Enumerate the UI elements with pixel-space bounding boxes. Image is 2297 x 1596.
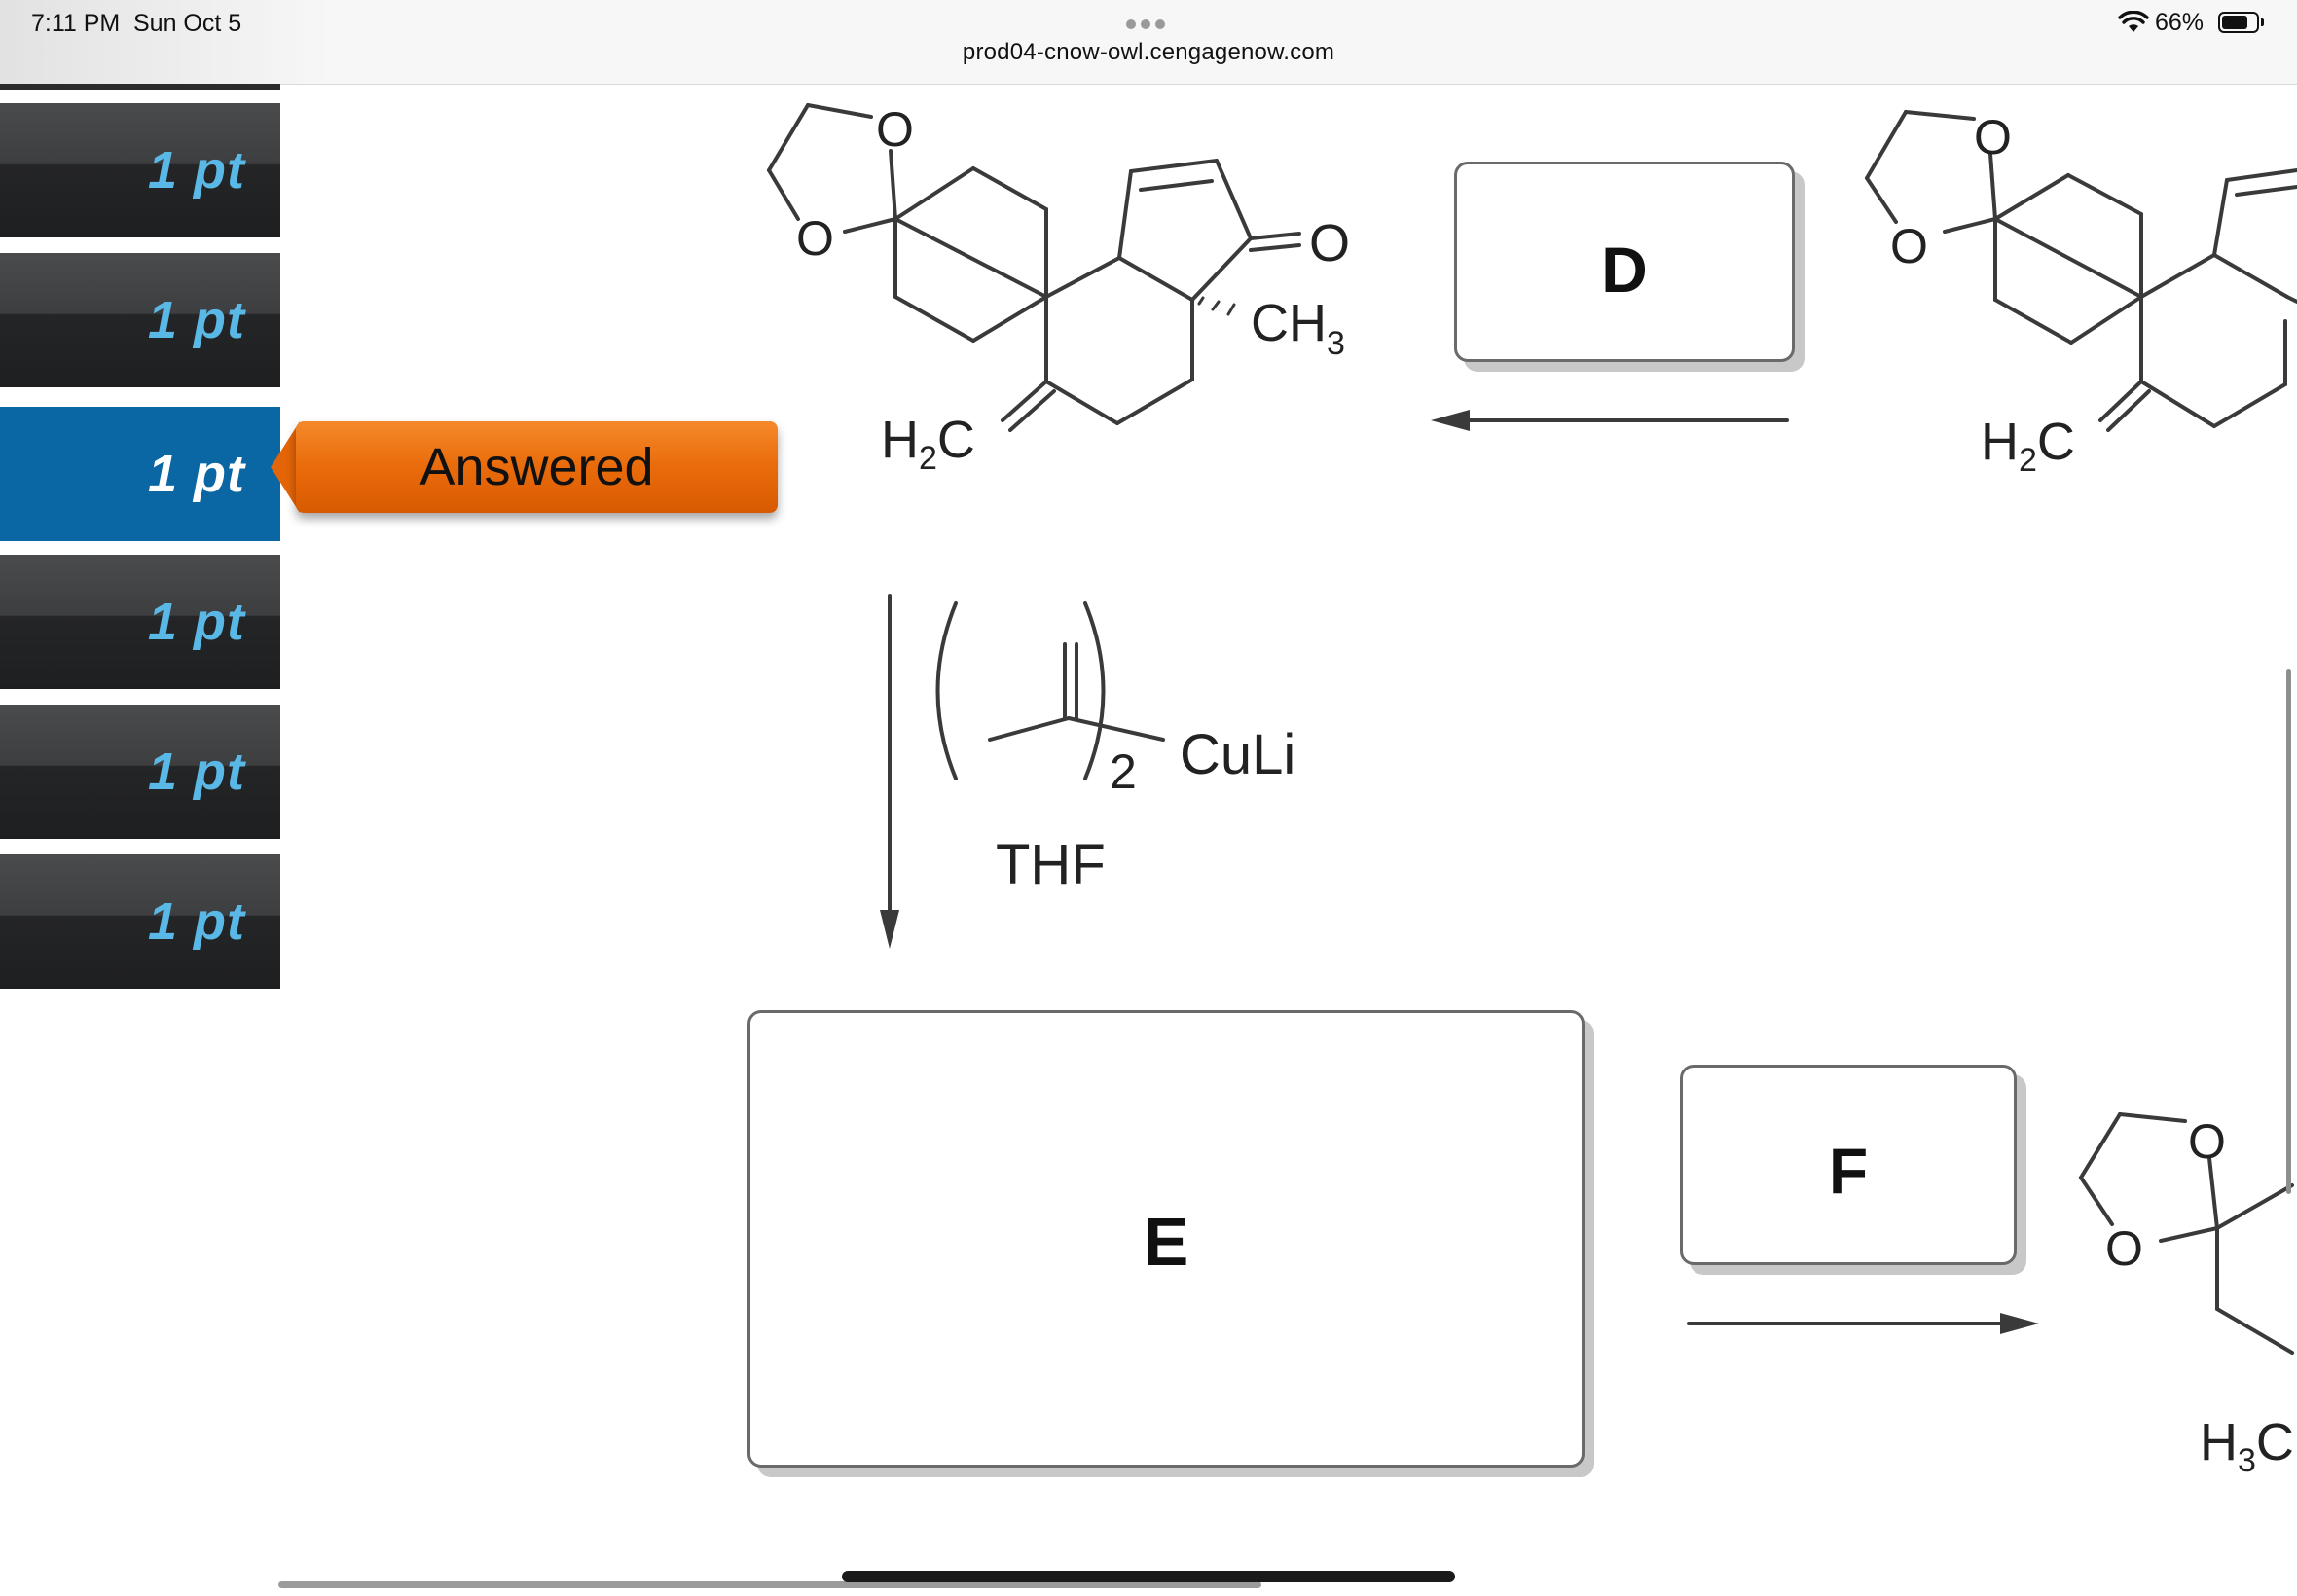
question-item-3[interactable]: 1 pt — [0, 407, 280, 541]
arrow-down-head — [880, 910, 899, 949]
h3c-label: H3C — [2200, 1413, 2294, 1479]
url-address[interactable]: prod04-cnow-owl.cengagenow.com — [962, 39, 1335, 65]
answered-badge — [296, 421, 778, 513]
box-label-e: E — [1143, 1204, 1189, 1280]
status-date: Sun Oct 5 — [133, 10, 242, 37]
home-indicator[interactable] — [842, 1571, 1455, 1582]
answered-label: Answered — [419, 438, 654, 496]
box-label-f: F — [1828, 1135, 1869, 1207]
acetal-o-lower-3: O — [2105, 1221, 2143, 1276]
question-item-4[interactable]: 1 pt — [0, 555, 280, 689]
status-time: 7:11 PM — [31, 10, 121, 37]
acetal-o-lower-2: O — [1890, 219, 1928, 273]
molecule-reactant-cropped — [1865, 110, 2297, 432]
h2c-label: H2C — [881, 411, 975, 477]
question-item-6[interactable]: 1 pt — [0, 854, 280, 989]
more-options-icon[interactable] — [1126, 17, 1173, 29]
answer-box-f[interactable]: F — [1680, 1065, 2017, 1265]
answer-box-d[interactable]: D — [1454, 162, 1795, 362]
answer-box-e[interactable]: E — [747, 1010, 1585, 1468]
answered-pointer — [271, 421, 300, 513]
question-item-1[interactable]: 1 pt — [0, 103, 280, 237]
ketone-o: O — [1309, 214, 1350, 272]
points-label: 1 pt — [147, 593, 245, 651]
reagent-count: 2 — [1110, 744, 1137, 799]
vertical-scrollbar[interactable] — [2286, 669, 2291, 1194]
acetal-o-upper-3: O — [2188, 1114, 2226, 1169]
top-bar-shade — [0, 0, 331, 84]
acetal-o-upper: O — [876, 102, 914, 157]
molecule-cyclohexane-ring — [893, 166, 1048, 343]
molecule-dioxolane-ring — [767, 103, 897, 234]
question-item-5[interactable]: 1 pt — [0, 705, 280, 839]
points-label: 1 pt — [147, 291, 245, 349]
battery-tip — [2261, 18, 2264, 26]
acetal-o-upper-2: O — [1974, 110, 2012, 164]
molecule-fused-rings — [893, 159, 1301, 432]
sidebar-divider — [0, 84, 280, 90]
h2c-label-2: H2C — [1981, 413, 2075, 479]
battery-icon — [2218, 12, 2259, 33]
question-sidebar: 1 pt 1 pt 1 pt 1 pt 1 pt 1 pt — [0, 84, 280, 989]
battery-percent: 66% — [2155, 9, 2205, 36]
ch3-label: CH3 — [1251, 294, 1345, 362]
horizontal-scrollbar[interactable] — [278, 1581, 1261, 1588]
box-label-d: D — [1601, 234, 1648, 306]
points-label: 1 pt — [147, 892, 245, 951]
browser-top-bar: 7:11 PM Sun Oct 5 prod04-cnow-owl.cengag… — [0, 0, 2297, 85]
acetal-o-lower: O — [796, 211, 834, 266]
points-label: 1 pt — [147, 141, 245, 200]
cuprate-reagent — [935, 601, 1165, 780]
molecule-product-cropped — [2079, 1112, 2294, 1355]
solvent-label: THF — [996, 833, 1106, 896]
arrow-f-head — [2000, 1313, 2039, 1334]
points-label: 1 pt — [147, 743, 245, 801]
points-label: 1 pt — [147, 445, 245, 503]
question-item-2[interactable]: 1 pt — [0, 253, 280, 387]
wifi-icon — [2118, 11, 2149, 32]
reagent-metal: CuLi — [1180, 723, 1295, 786]
arrow-d-head — [1431, 410, 1470, 431]
